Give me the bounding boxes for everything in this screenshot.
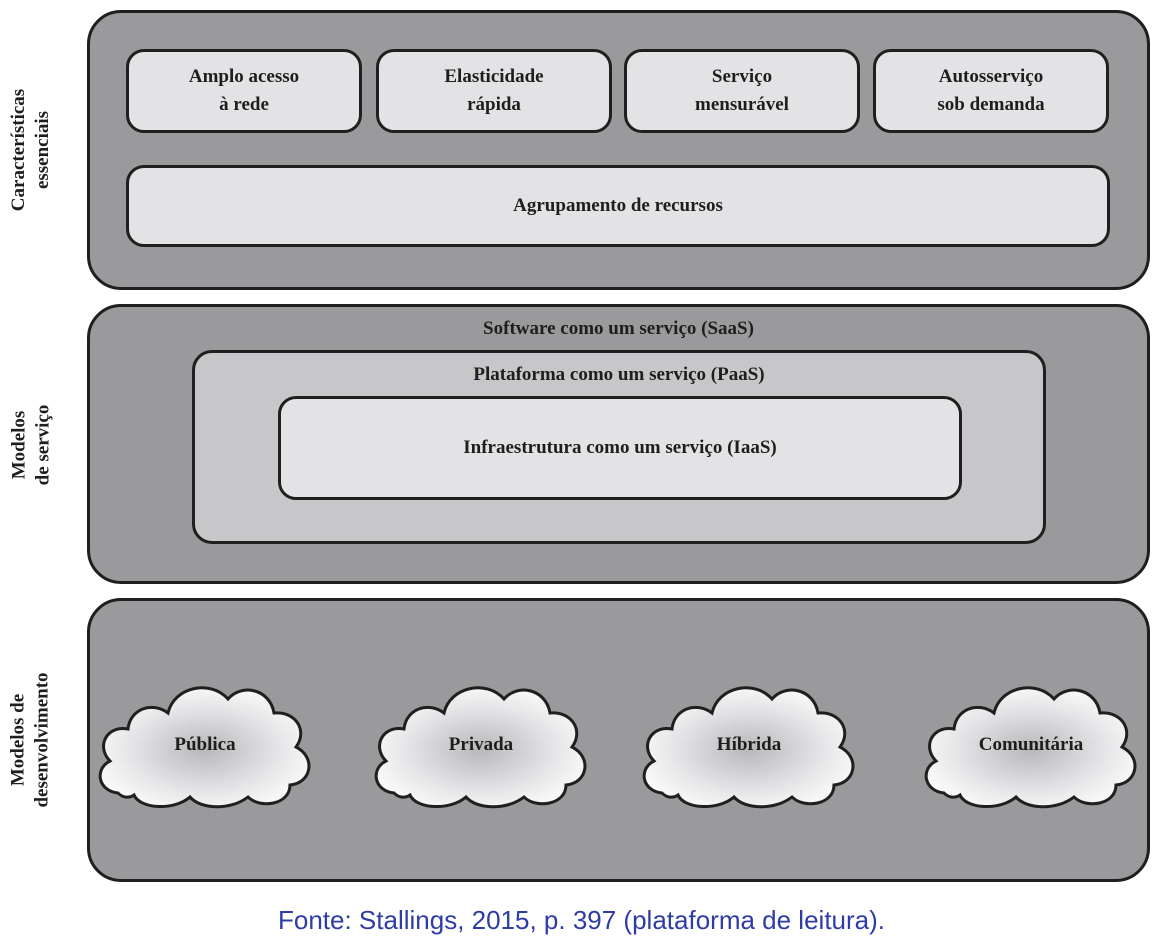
iaas-box: Infraestrutura como um serviço (IaaS) [278, 396, 962, 500]
cloud-icon [98, 686, 311, 809]
cloud-icon [642, 686, 855, 809]
community-cloud: Comunitária [916, 673, 1146, 813]
cloud-icon [924, 686, 1137, 809]
saas-label: Software como um serviço (SaaS) [483, 318, 754, 339]
source-caption: Fonte: Stallings, 2015, p. 397 (platafor… [277, 905, 885, 935]
private-cloud: Privada [366, 673, 596, 813]
deployment-models-panel: Pública Privada Híbrida Comunitária [87, 598, 1150, 882]
hybrid-cloud: Híbrida [634, 673, 864, 813]
community-cloud-label: Comunitária [978, 734, 1084, 755]
public-cloud: Pública [90, 673, 320, 813]
paas-label: Plataforma como um serviço (PaaS) [473, 364, 765, 385]
service-models-panel: Software como um serviço (SaaS) Platafor… [87, 304, 1150, 584]
resource-pooling-box: Agrupamento de recursos [126, 165, 1110, 247]
public-cloud-label: Pública [174, 734, 236, 755]
private-cloud-label: Privada [448, 734, 514, 755]
hybrid-cloud-label: Híbrida [716, 734, 782, 755]
paas-box: Plataforma como um serviço (PaaS) Infrae… [192, 350, 1046, 544]
cloud-icon [374, 686, 587, 809]
